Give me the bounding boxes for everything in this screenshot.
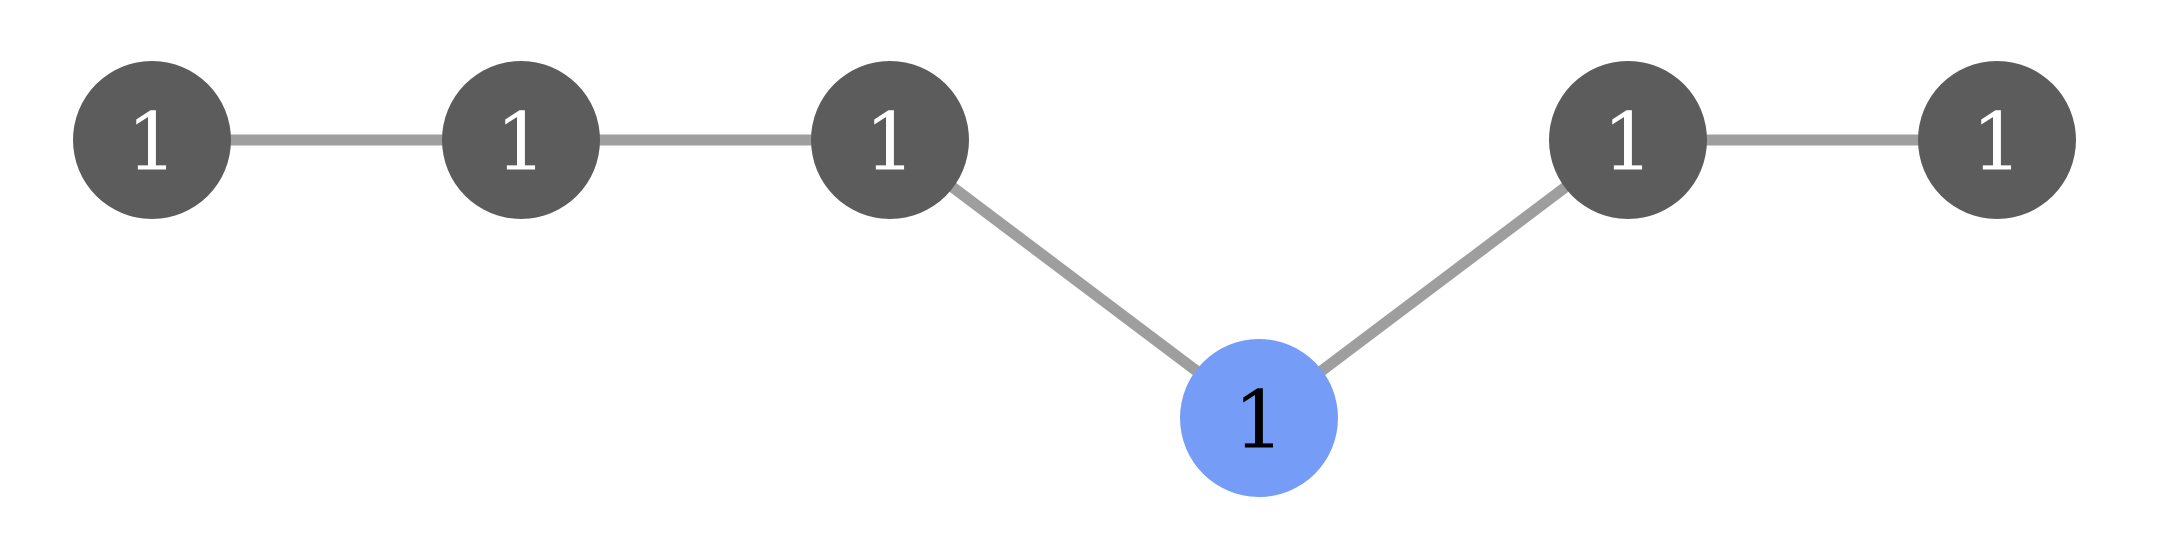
nodes-layer: 1 1 1 1 1 1 bbox=[73, 61, 2076, 497]
node-circle bbox=[1180, 339, 1338, 497]
node-circle bbox=[811, 61, 969, 219]
node-circle bbox=[442, 61, 600, 219]
graph-node-n2: 1 bbox=[442, 61, 600, 219]
node-label: 1 bbox=[127, 96, 178, 189]
node-label: 1 bbox=[1234, 374, 1285, 467]
graph-node-n4: 1 bbox=[1180, 339, 1338, 497]
node-circle bbox=[1549, 61, 1707, 219]
graph-node-n1: 1 bbox=[73, 61, 231, 219]
node-label: 1 bbox=[1603, 96, 1654, 189]
graph-node-n6: 1 bbox=[1918, 61, 2076, 219]
node-circle bbox=[1918, 61, 2076, 219]
graph-node-n5: 1 bbox=[1549, 61, 1707, 219]
edges-layer bbox=[152, 134, 1997, 423]
node-label: 1 bbox=[1972, 96, 2023, 189]
node-label: 1 bbox=[865, 96, 916, 189]
node-circle bbox=[73, 61, 231, 219]
graph-node-n3: 1 bbox=[811, 61, 969, 219]
node-label: 1 bbox=[496, 96, 547, 189]
